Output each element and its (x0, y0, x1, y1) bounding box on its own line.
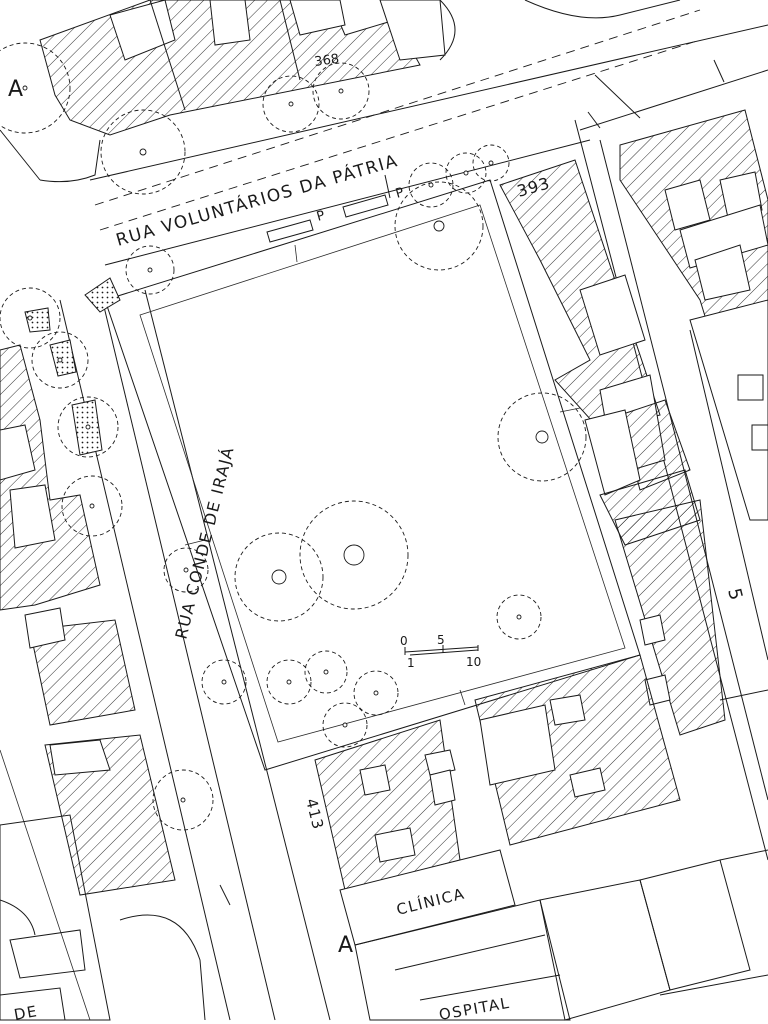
tree (57, 396, 119, 458)
tree (497, 392, 587, 482)
tree (201, 659, 247, 705)
lot-number-5: 5 (723, 586, 746, 602)
parking-spots (266, 174, 391, 243)
tree-canopies (0, 42, 587, 831)
scale-tick-label: 10 (466, 655, 481, 669)
tree (322, 702, 368, 748)
street-label-conde-iraja: RUA CONDE DE IRAJÁ (171, 444, 237, 641)
street-fragment-label: DE (13, 1002, 40, 1024)
lot-number-413: 413 (302, 797, 327, 832)
tree (163, 547, 209, 593)
scale-tick-label: 1 (407, 656, 415, 670)
tree (262, 75, 320, 133)
parking-label: P (394, 185, 406, 202)
hospital-label: OSPITAL (438, 994, 512, 1024)
tree (0, 42, 71, 134)
tree (266, 659, 312, 705)
lot-number-368: 368 (313, 52, 340, 70)
scale-tick-label: 0 (400, 634, 408, 648)
scale-tick-label: 5 (437, 633, 445, 647)
tree (152, 769, 214, 831)
tree (394, 181, 484, 271)
tree (31, 331, 89, 389)
tree (125, 245, 175, 295)
scale-bar: 0 5 1 10 (400, 633, 481, 670)
tree (234, 532, 324, 622)
south-building-block (314, 654, 768, 1021)
north-building-block (0, 0, 681, 183)
tree (353, 670, 399, 716)
tree (472, 144, 510, 182)
tree (312, 62, 370, 120)
tree (61, 475, 123, 537)
section-marker-a: A (338, 933, 353, 958)
tree (0, 287, 61, 349)
tree (299, 500, 409, 610)
tree (445, 152, 487, 194)
west-building-block (0, 277, 206, 1021)
tree (496, 594, 542, 640)
tree (304, 650, 348, 694)
parking-label: P (315, 208, 327, 225)
section-marker-a: A (8, 77, 23, 102)
tree (100, 109, 186, 195)
east-building-block (499, 109, 768, 736)
boundary-markers (219, 59, 725, 906)
